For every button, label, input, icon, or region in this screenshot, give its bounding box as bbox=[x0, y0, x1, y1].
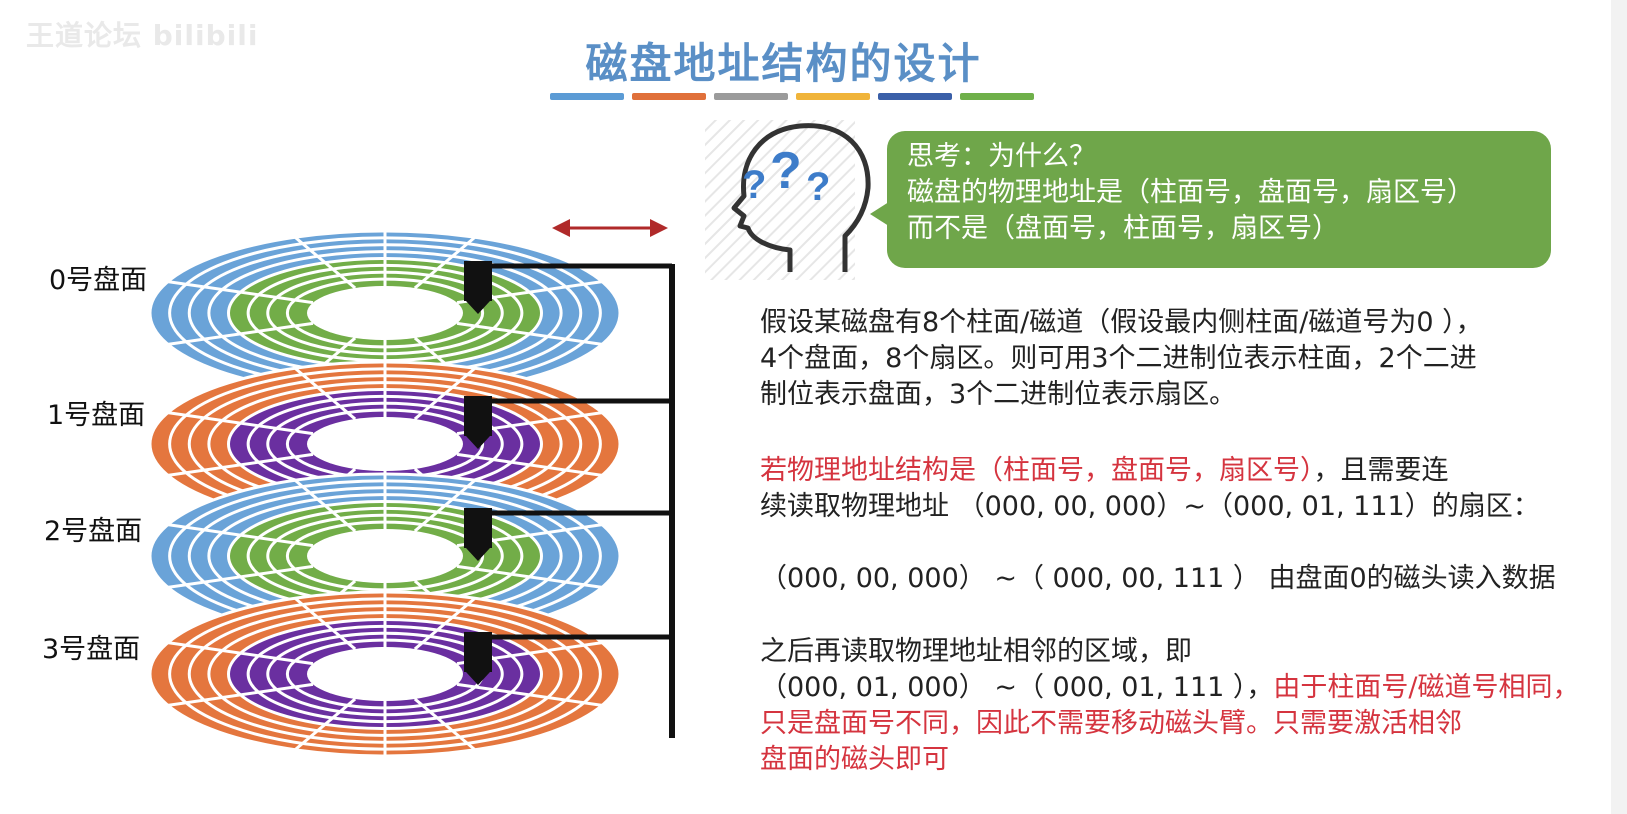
sector-divider bbox=[167, 641, 314, 666]
structure-line-2: 续读取物理地址 （000, 00, 000）~（000, 01, 111）的扇区… bbox=[760, 491, 1540, 522]
platter-label-0: 0号盘面 bbox=[49, 265, 148, 296]
sector-divider bbox=[167, 452, 314, 477]
platter-label-1: 1号盘面 bbox=[47, 400, 146, 431]
color-bar-1 bbox=[550, 93, 624, 100]
sector-divider bbox=[167, 280, 314, 305]
read-head-3 bbox=[464, 632, 492, 672]
bubble-line-3: 而不是（盘面号，柱面号，扇区号） bbox=[907, 213, 1339, 244]
sector-divider bbox=[456, 682, 603, 707]
structure-line-1-red: 若物理地址结构是（柱面号，盘面号，扇区号） bbox=[760, 455, 1314, 486]
read-head-1 bbox=[464, 396, 492, 436]
structure-line-1-rest: ，且需要连 bbox=[1313, 455, 1449, 486]
sector-divider bbox=[413, 597, 476, 651]
structure-paragraph: 若物理地址结构是（柱面号，盘面号，扇区号），且需要连 续读取物理地址 （000,… bbox=[760, 453, 1590, 525]
adjacent-line-2-black: （000, 01, 000） ~（ 000, 01, 111 ）， bbox=[760, 672, 1274, 703]
svg-text:?: ? bbox=[742, 163, 766, 207]
assumption-line-1: 假设某磁盘有8个柱面/磁道（假设最内侧柱面/磁道号为0 ）， bbox=[760, 307, 1483, 338]
color-bar-3 bbox=[714, 93, 788, 100]
read-head-tip-3 bbox=[466, 672, 490, 685]
sector-divider bbox=[413, 479, 476, 533]
speech-bubble-tail bbox=[870, 200, 892, 228]
platter-3 bbox=[148, 590, 622, 758]
sector-divider bbox=[413, 367, 476, 421]
read-head-0 bbox=[464, 261, 492, 301]
read-head-tip-2 bbox=[466, 548, 490, 561]
assumption-paragraph: 假设某磁盘有8个柱面/磁道（假设最内侧柱面/磁道号为0 ）， 4个盘面，8个扇区… bbox=[760, 305, 1590, 413]
slide-title: 磁盘地址结构的设计 bbox=[585, 39, 982, 88]
speech-bubble: 思考：为什么？ 磁盘的物理地址是（柱面号，盘面号，扇区号） 而不是（盘面号，柱面… bbox=[887, 131, 1551, 268]
sector-divider bbox=[413, 697, 476, 751]
color-bar-2 bbox=[632, 93, 706, 100]
adjacent-line-1: 之后再读取物理地址相邻的区域，即 bbox=[760, 636, 1192, 667]
slide-title-container: 磁盘地址结构的设计 bbox=[0, 30, 1627, 91]
platter-label-3: 3号盘面 bbox=[42, 634, 141, 665]
sector-divider bbox=[456, 452, 603, 477]
sector-divider bbox=[167, 523, 314, 548]
assumption-line-2: 4个盘面，8个扇区。则可用3个二进制位表示柱面，2个二进 bbox=[760, 343, 1477, 374]
assumption-line-3: 制位表示盘面，3个二进制位表示扇区。 bbox=[760, 379, 1237, 410]
platter-hole bbox=[307, 286, 463, 340]
sector-divider bbox=[294, 697, 357, 751]
color-bar-5 bbox=[878, 93, 952, 100]
sector-divider bbox=[167, 564, 314, 589]
head-thinking-icon: ? ? ? bbox=[705, 120, 871, 280]
sector-divider bbox=[167, 411, 314, 436]
double-arrow-icon bbox=[552, 219, 668, 237]
adjacent-line-3: 只是盘面号不同，因此不需要移动磁头臂。只需要激活相邻 bbox=[760, 708, 1462, 739]
head-arm-assembly bbox=[464, 261, 675, 738]
bubble-line-1: 思考：为什么？ bbox=[907, 141, 1096, 172]
sector-divider bbox=[167, 321, 314, 346]
sector-divider bbox=[294, 367, 357, 421]
color-bar-4 bbox=[796, 93, 870, 100]
structure-line-1: 若物理地址结构是（柱面号，盘面号，扇区号），且需要连 bbox=[760, 453, 1590, 489]
platter-2 bbox=[148, 472, 622, 640]
scrollbar[interactable] bbox=[1611, 0, 1627, 814]
platter-hole bbox=[307, 647, 463, 701]
svg-text:?: ? bbox=[806, 165, 830, 209]
adjacent-line-2: （000, 01, 000） ~（ 000, 01, 111 ），由于柱面号/磁… bbox=[760, 670, 1590, 706]
adjacent-line-2-red: 由于柱面号/磁道号相同， bbox=[1273, 672, 1580, 703]
platter-label-2: 2号盘面 bbox=[44, 516, 143, 547]
read-head-2 bbox=[464, 508, 492, 548]
read-platter0-line: （000, 00, 000） ~（ 000, 00, 111 ） 由盘面0的磁头… bbox=[760, 563, 1556, 594]
title-color-bars bbox=[550, 93, 1034, 100]
read-platter0-paragraph: （000, 00, 000） ~（ 000, 00, 111 ） 由盘面0的磁头… bbox=[760, 561, 1590, 597]
platters-group bbox=[148, 229, 622, 758]
sector-divider bbox=[167, 682, 314, 707]
platter-hole bbox=[307, 417, 463, 471]
sector-divider bbox=[294, 479, 357, 533]
watermark: 王道论坛 bilibili bbox=[26, 19, 259, 52]
sector-divider bbox=[413, 236, 476, 290]
sector-divider bbox=[294, 236, 357, 290]
platter-hole bbox=[307, 529, 463, 583]
read-head-tip-0 bbox=[466, 301, 490, 314]
sector-divider bbox=[456, 564, 603, 589]
adjacent-read-paragraph: 之后再读取物理地址相邻的区域，即 （000, 01, 000） ~（ 000, … bbox=[760, 634, 1590, 778]
sector-divider bbox=[294, 597, 357, 651]
bubble-line-2: 磁盘的物理地址是（柱面号，盘面号，扇区号） bbox=[907, 177, 1474, 208]
color-bar-6 bbox=[960, 93, 1034, 100]
svg-text:?: ? bbox=[770, 142, 802, 200]
read-head-tip-1 bbox=[466, 436, 490, 449]
adjacent-line-4: 盘面的磁头即可 bbox=[760, 744, 949, 775]
sector-divider bbox=[456, 321, 603, 346]
